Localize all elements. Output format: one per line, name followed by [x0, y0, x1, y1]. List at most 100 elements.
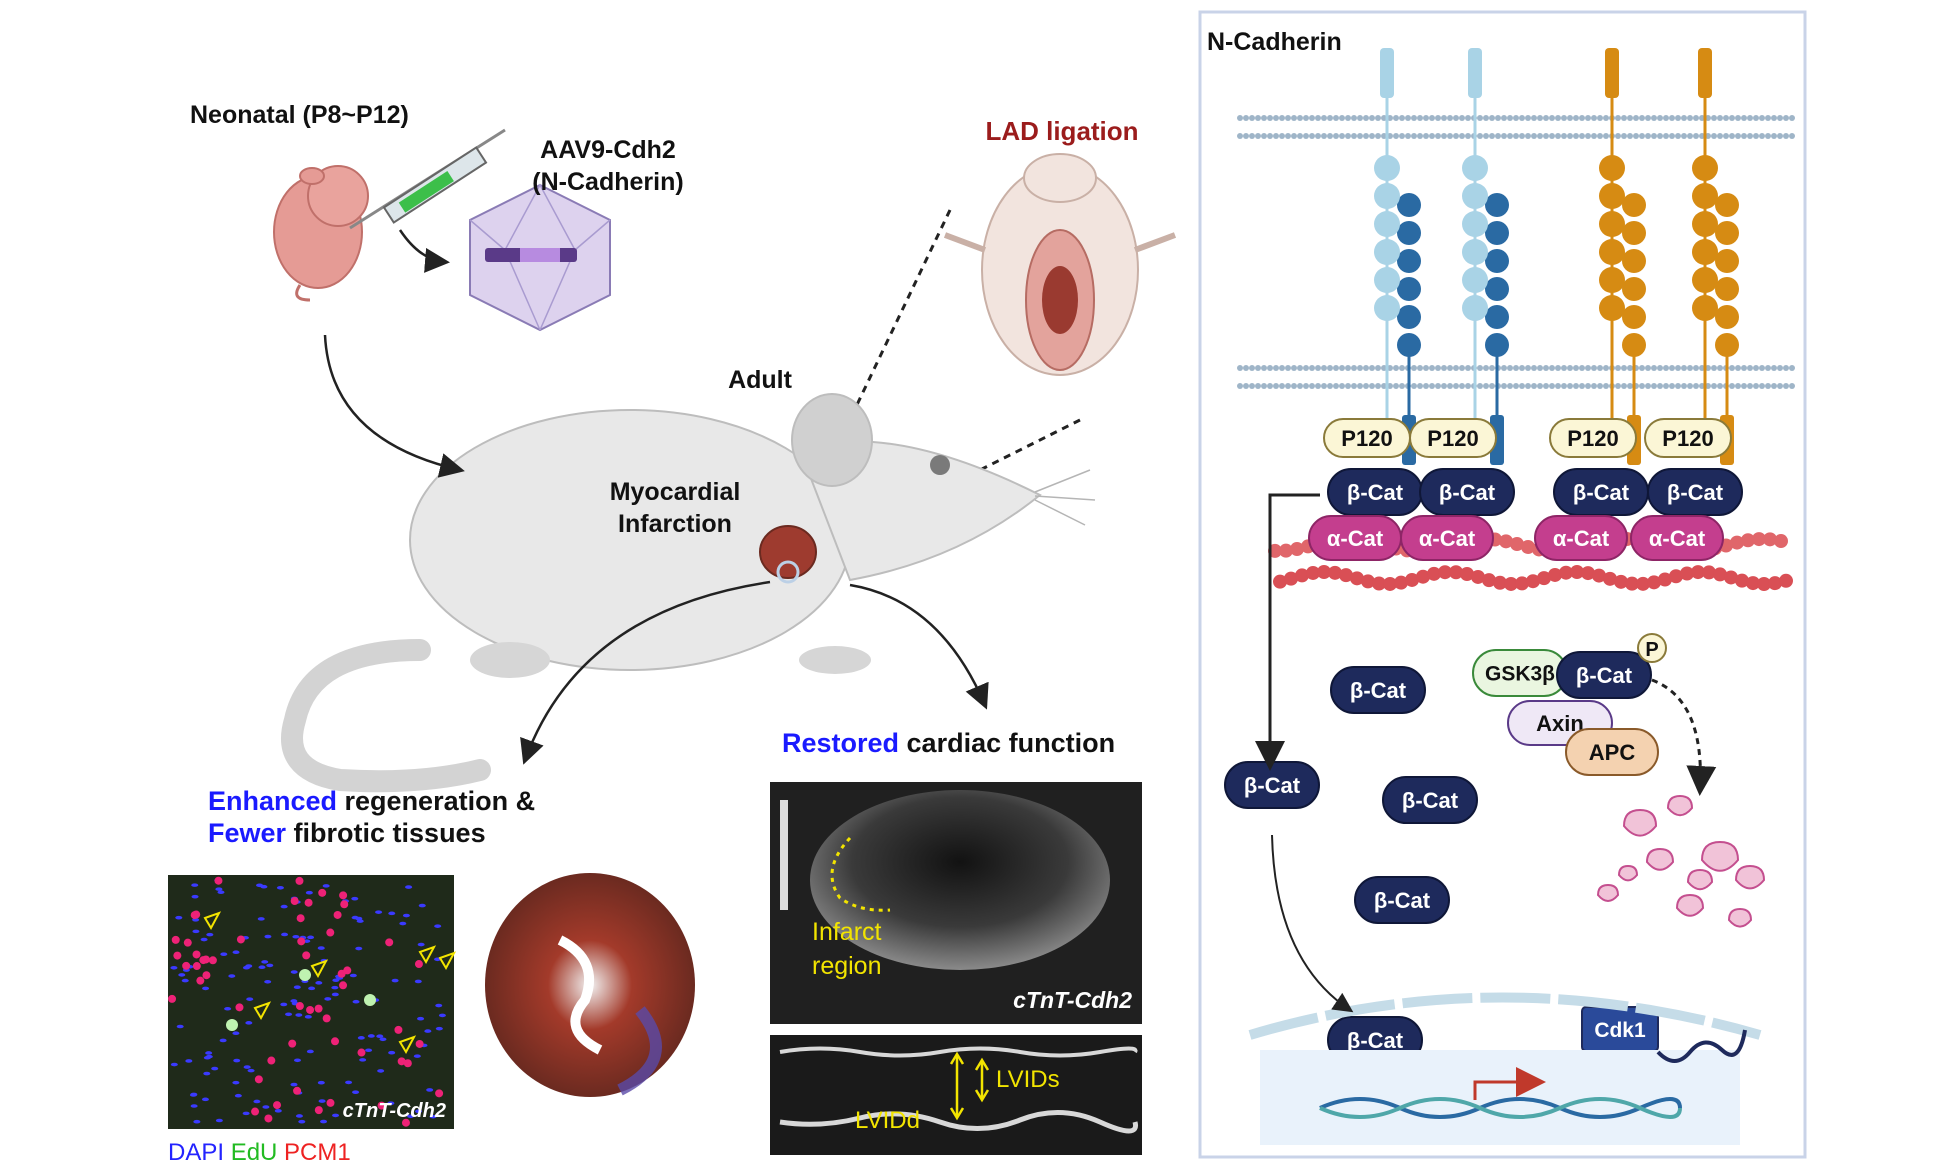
pcm1-nucleus: [190, 911, 199, 920]
cdk1-box-label: Cdk1: [1594, 1019, 1646, 1042]
lipid-head: [1663, 365, 1669, 371]
p120-pill-label: P120: [1662, 426, 1713, 451]
lipid-head: [1285, 383, 1291, 389]
pcm1-nucleus: [168, 994, 177, 1003]
lipid-head: [1465, 365, 1471, 371]
arrowhead-marker: [418, 945, 437, 965]
lipid-head: [1543, 383, 1549, 389]
cadherin-partner-domain: [1485, 277, 1509, 301]
lipid-head: [1243, 365, 1249, 371]
lipid-head: [1429, 383, 1435, 389]
pcm1-nucleus: [199, 956, 208, 965]
phospho-beta-cat-pill: β-Cat: [1556, 651, 1652, 699]
dapi-nucleus: [170, 1062, 178, 1067]
lipid-head: [1729, 133, 1735, 139]
enhanced-highlight: Enhanced: [208, 786, 337, 816]
restored-highlight: Restored: [782, 728, 899, 758]
lipid-head: [1543, 115, 1549, 121]
actin-monomer: [1361, 574, 1375, 589]
dapi-nucleus: [405, 885, 413, 889]
infarct-region-outline: [830, 836, 891, 912]
lipid-head: [1741, 133, 1747, 139]
dapi-nucleus: [388, 911, 396, 916]
phospho-beta-cat-pill-label: β-Cat: [1576, 663, 1633, 688]
actin-monomer: [1779, 573, 1793, 588]
lipid-head: [1639, 365, 1645, 371]
dapi-nucleus: [276, 885, 284, 890]
lipid-head: [1357, 115, 1363, 121]
cadherin-partner-domain: [1485, 305, 1509, 329]
dapi-nucleus: [246, 997, 254, 1001]
lipid-head: [1435, 133, 1441, 139]
lipid-head: [1501, 115, 1507, 121]
actin-monomer: [1658, 572, 1672, 587]
lipid-head: [1339, 383, 1345, 389]
lipid-head: [1693, 365, 1699, 371]
lipid-head: [1639, 383, 1645, 389]
actin-monomer: [1471, 569, 1485, 584]
edu-positive-nucleus: [226, 1019, 238, 1031]
lipid-head: [1753, 133, 1759, 139]
lipid-head: [1321, 383, 1327, 389]
pcm1-nucleus: [293, 1086, 302, 1095]
lipid-head: [1345, 365, 1351, 371]
dapi-nucleus: [220, 952, 228, 956]
legend-pcm1: PCM1: [284, 1139, 351, 1166]
cadherin-partner-domain: [1622, 305, 1646, 329]
cadherin-partner-domain: [1715, 221, 1739, 245]
legend-edu: EdU: [231, 1139, 278, 1166]
lipid-head: [1651, 383, 1657, 389]
lipid-head: [1675, 383, 1681, 389]
dapi-nucleus: [414, 979, 422, 984]
lipid-head: [1543, 133, 1549, 139]
dapi-nucleus: [232, 1080, 240, 1085]
lipid-head: [1279, 365, 1285, 371]
lipid-head: [1447, 133, 1453, 139]
lipid-head: [1435, 115, 1441, 121]
lipid-head: [1747, 365, 1753, 371]
lipid-head: [1597, 133, 1603, 139]
lipid-head: [1243, 133, 1249, 139]
lipid-head: [1261, 365, 1267, 371]
lipid-head: [1585, 383, 1591, 389]
lipid-head: [1249, 133, 1255, 139]
beta-cat-pill: β-Cat: [1419, 468, 1515, 516]
dapi-nucleus: [193, 1119, 201, 1124]
arrow-beta-cat-to-nucleus: [1271, 834, 1354, 1013]
actin-monomer: [1625, 576, 1639, 591]
lipid-head: [1351, 133, 1357, 139]
lipid-head: [1711, 383, 1717, 389]
lipid-head: [1417, 115, 1423, 121]
lipid-head: [1273, 115, 1279, 121]
lipid-head: [1735, 115, 1741, 121]
dapi-nucleus: [242, 1111, 250, 1116]
lipid-head: [1423, 365, 1429, 371]
lipid-head: [1759, 383, 1765, 389]
cadherin-partner-domain: [1715, 305, 1739, 329]
lipid-head: [1309, 365, 1315, 371]
dapi-nucleus: [359, 1058, 367, 1062]
lipid-head: [1393, 115, 1399, 121]
dapi-nucleus: [175, 915, 183, 920]
dapi-nucleus: [185, 1059, 193, 1063]
lipid-head: [1507, 133, 1513, 139]
cadherin-partner-domain: [1397, 277, 1421, 301]
actin-monomer: [1405, 572, 1419, 587]
lipid-head: [1519, 365, 1525, 371]
lipid-head: [1255, 383, 1261, 389]
dapi-nucleus: [351, 915, 359, 920]
free-beta-cat-pill: β-Cat: [1330, 666, 1426, 714]
lipid-head: [1489, 365, 1495, 371]
lipid-head: [1453, 383, 1459, 389]
lipid-head: [1567, 383, 1573, 389]
lipid-head: [1531, 365, 1537, 371]
lipid-head: [1711, 115, 1717, 121]
lipid-head: [1375, 115, 1381, 121]
lipid-head: [1249, 383, 1255, 389]
pcm1-nucleus: [295, 876, 304, 885]
lipid-head: [1591, 383, 1597, 389]
echo-infarct-label-2: region: [812, 952, 882, 980]
dapi-nucleus: [258, 965, 266, 970]
panel-title: N-Cadherin: [1207, 28, 1342, 56]
arrow-release-beta-cat: [1255, 493, 1320, 771]
